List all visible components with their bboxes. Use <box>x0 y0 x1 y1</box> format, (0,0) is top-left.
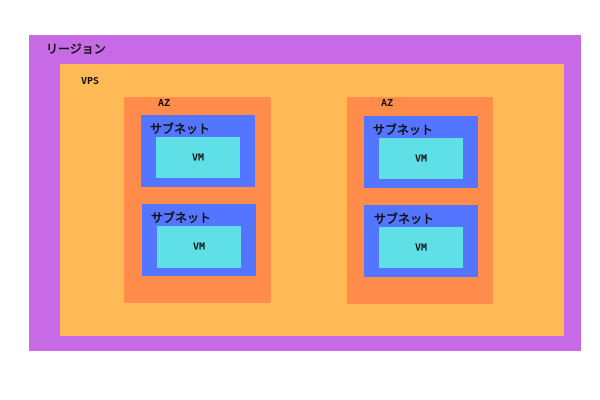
az-label-1: AZ <box>158 98 171 109</box>
vm-label-1-1: VM <box>191 152 205 163</box>
vm-label-2-2: VM <box>414 242 428 253</box>
vm-box-1-2: VM <box>157 226 241 268</box>
vm-label-1-2: VM <box>192 241 206 253</box>
region-label: リージョン <box>46 42 106 56</box>
vm-box-2-1: VM <box>379 138 463 179</box>
subnet-label-1-2: サブネット <box>151 211 212 225</box>
subnet-label-2-2: サブネット <box>374 212 435 226</box>
vm-label-2-1: VM <box>414 153 428 164</box>
subnet-label-1-1: サブネット <box>150 122 211 136</box>
vm-box-2-2: VM <box>379 227 463 268</box>
vps-label: VPS <box>81 76 100 87</box>
az-label-2: AZ <box>381 98 394 109</box>
subnet-label-2-1: サブネット <box>373 123 434 137</box>
vm-box-1-1: VM <box>156 137 240 178</box>
